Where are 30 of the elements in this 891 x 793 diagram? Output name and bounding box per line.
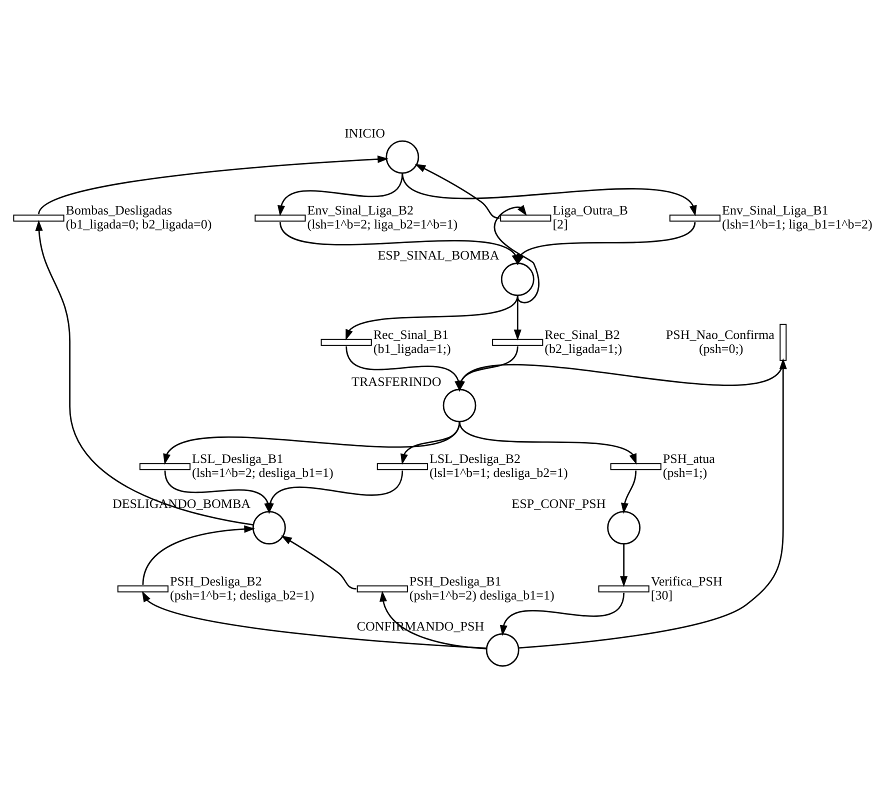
- node-label: (lsh=1^b=1; liga_b1=1^b=2): [722, 216, 872, 232]
- node-label: Liga_Outra_B: [552, 202, 628, 218]
- node-label: (lsh=1^b=2; liga_b2=1^b=1): [306, 216, 458, 232]
- node-label: PSH_Desliga_B1: [408, 573, 501, 588]
- node-label: PSH_atua: [662, 451, 714, 466]
- node-label: (b1_ligada=1;): [372, 340, 450, 356]
- node-label: PSH_Nao_Confirma: [665, 326, 774, 342]
- node-label: (b1_ligada=0; b2_ligada=0): [65, 216, 212, 232]
- node-label: (lsl=1^b=1; desliga_b2=1): [428, 465, 568, 480]
- node-label: (psh=1^b=2) desliga_b1=1): [408, 587, 554, 602]
- node-label: TRASFERINDO: [351, 374, 441, 389]
- node-label: (b2_ligada=1;): [544, 340, 622, 356]
- node-label: INICIO: [344, 125, 385, 140]
- node-label: Env_Sinal_Liga_B1: [722, 202, 828, 218]
- node-label: (psh=1;): [662, 465, 707, 480]
- node-label: Rec_Sinal_B2: [544, 326, 620, 342]
- node-label: ESP_CONF_PSH: [511, 496, 606, 512]
- node-label: Verifica_PSH: [650, 573, 722, 588]
- node-label: [30]: [650, 587, 672, 602]
- node-label: Env_Sinal_Liga_B2: [306, 202, 414, 218]
- node-label: (psh=0;): [698, 340, 743, 356]
- node-label: LSL_Desliga_B1: [192, 451, 283, 466]
- node-label: LSL_Desliga_B2: [428, 451, 520, 466]
- node-label: (lsh=1^b=2; desliga_b1=1): [192, 465, 333, 480]
- node-label: (psh=1^b=1; desliga_b2=1): [169, 587, 314, 602]
- node-label: [2]: [552, 216, 568, 232]
- node-label: PSH_Desliga_B2: [169, 573, 262, 588]
- node-label: ESP_SINAL_BOMBA: [377, 248, 499, 263]
- node-label: Rec_Sinal_B1: [372, 326, 448, 342]
- node-label: Bombas_Desligadas: [65, 202, 172, 218]
